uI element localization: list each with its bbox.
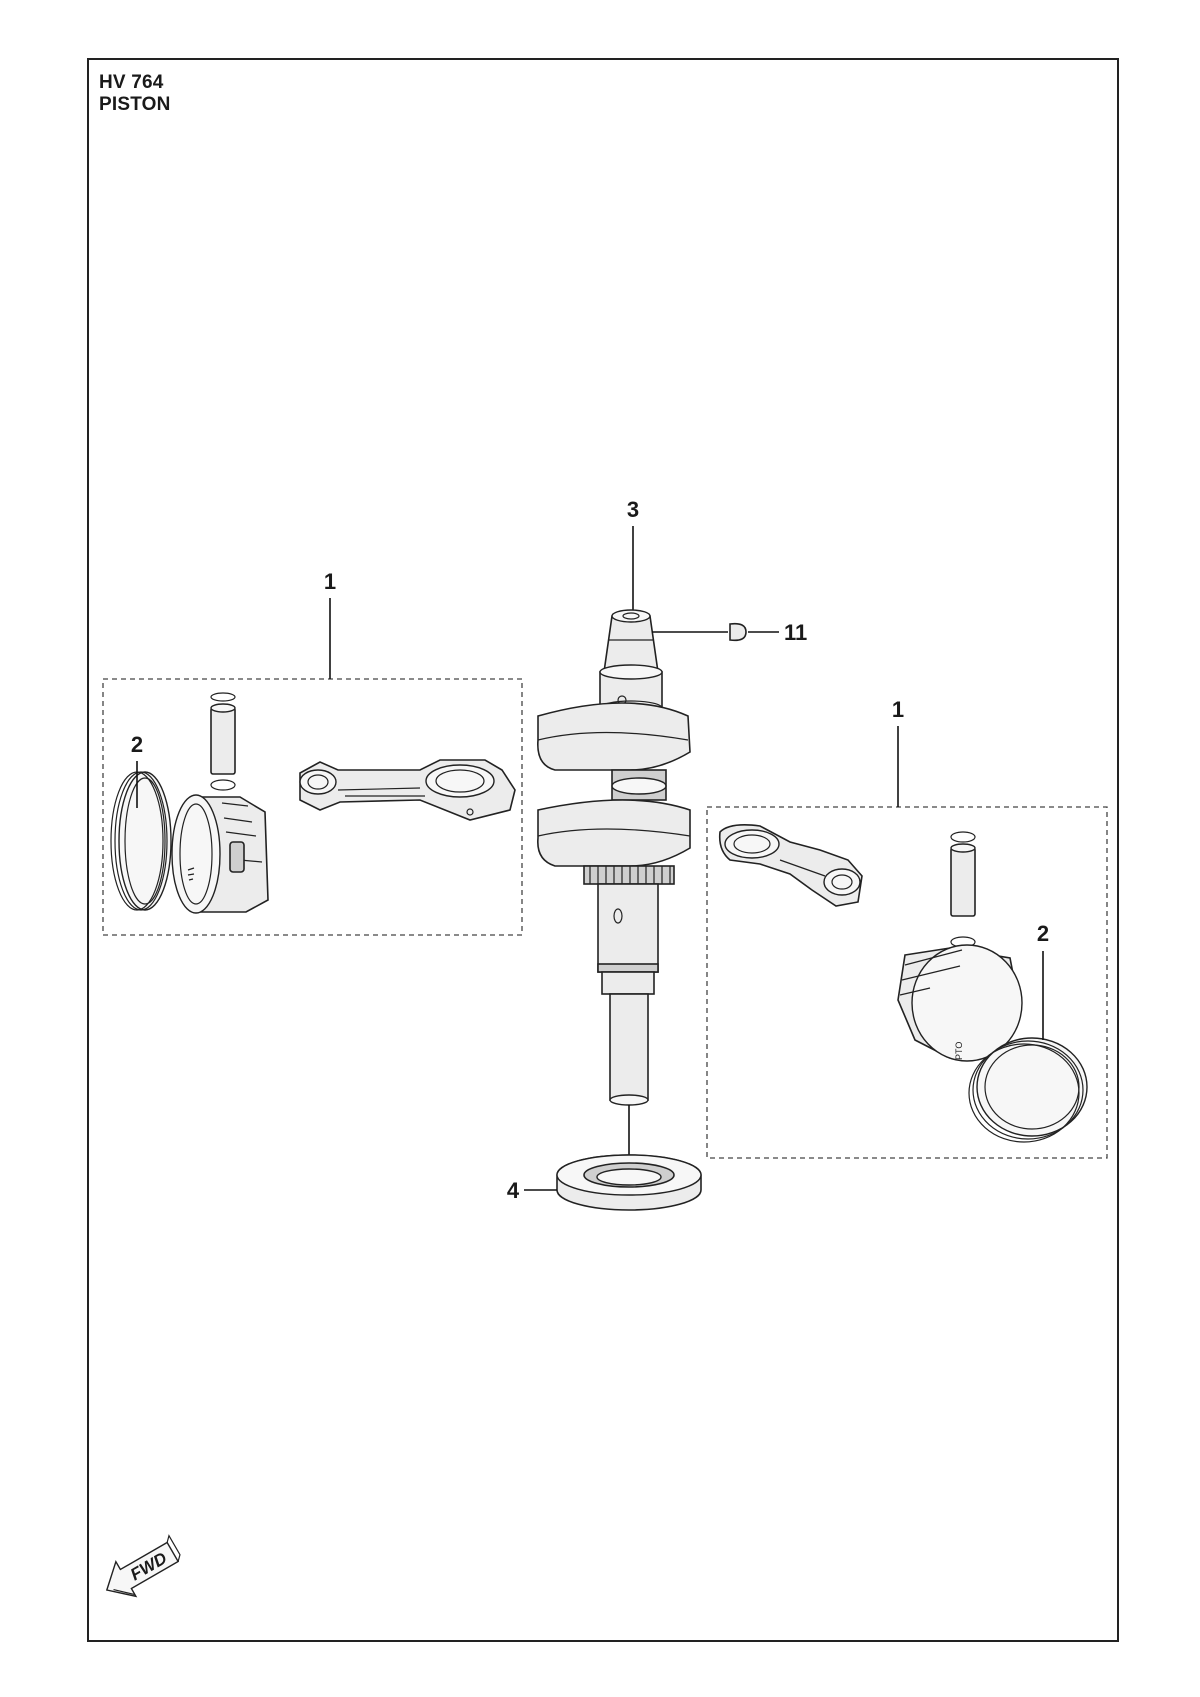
section-label: PISTON: [99, 94, 171, 115]
callout-kit-right: 1: [892, 697, 904, 722]
oil-seal: 4: [507, 1154, 702, 1211]
callout-rings-left: 2: [131, 732, 143, 757]
connecting-rod-left: [299, 759, 516, 821]
kit-outline-right: [706, 806, 1108, 1159]
callout-crankshaft: 3: [627, 497, 639, 522]
wrist-pin-right: [950, 831, 976, 948]
piston-marking: PTO: [954, 1042, 964, 1060]
piston-rings-left: [110, 771, 172, 911]
forward-arrow-icon: FWD: [105, 1534, 181, 1598]
callout-seal: 4: [507, 1178, 520, 1203]
piston-left: [171, 794, 269, 914]
kit-group-right: 1 PTO: [706, 697, 1108, 1159]
callout-kit-left: 1: [324, 569, 336, 594]
kit-outline-left: [102, 678, 523, 936]
piston-right: PTO: [897, 944, 1023, 1062]
callout-key: 11: [784, 620, 807, 645]
crankshaft: 3: [537, 497, 691, 1180]
page-title: HV 764 PISTON: [99, 72, 171, 116]
connecting-rod-right: [718, 824, 863, 907]
diagram-frame: [87, 58, 1119, 1642]
callout-rings-right: 2: [1037, 921, 1049, 946]
wrist-pin-left: [210, 692, 236, 791]
kit-group-left: 1 2: [102, 569, 523, 936]
woodruff-key: 11: [652, 620, 807, 645]
piston-rings-right: [968, 1037, 1088, 1143]
model-label: HV 764: [99, 72, 164, 93]
